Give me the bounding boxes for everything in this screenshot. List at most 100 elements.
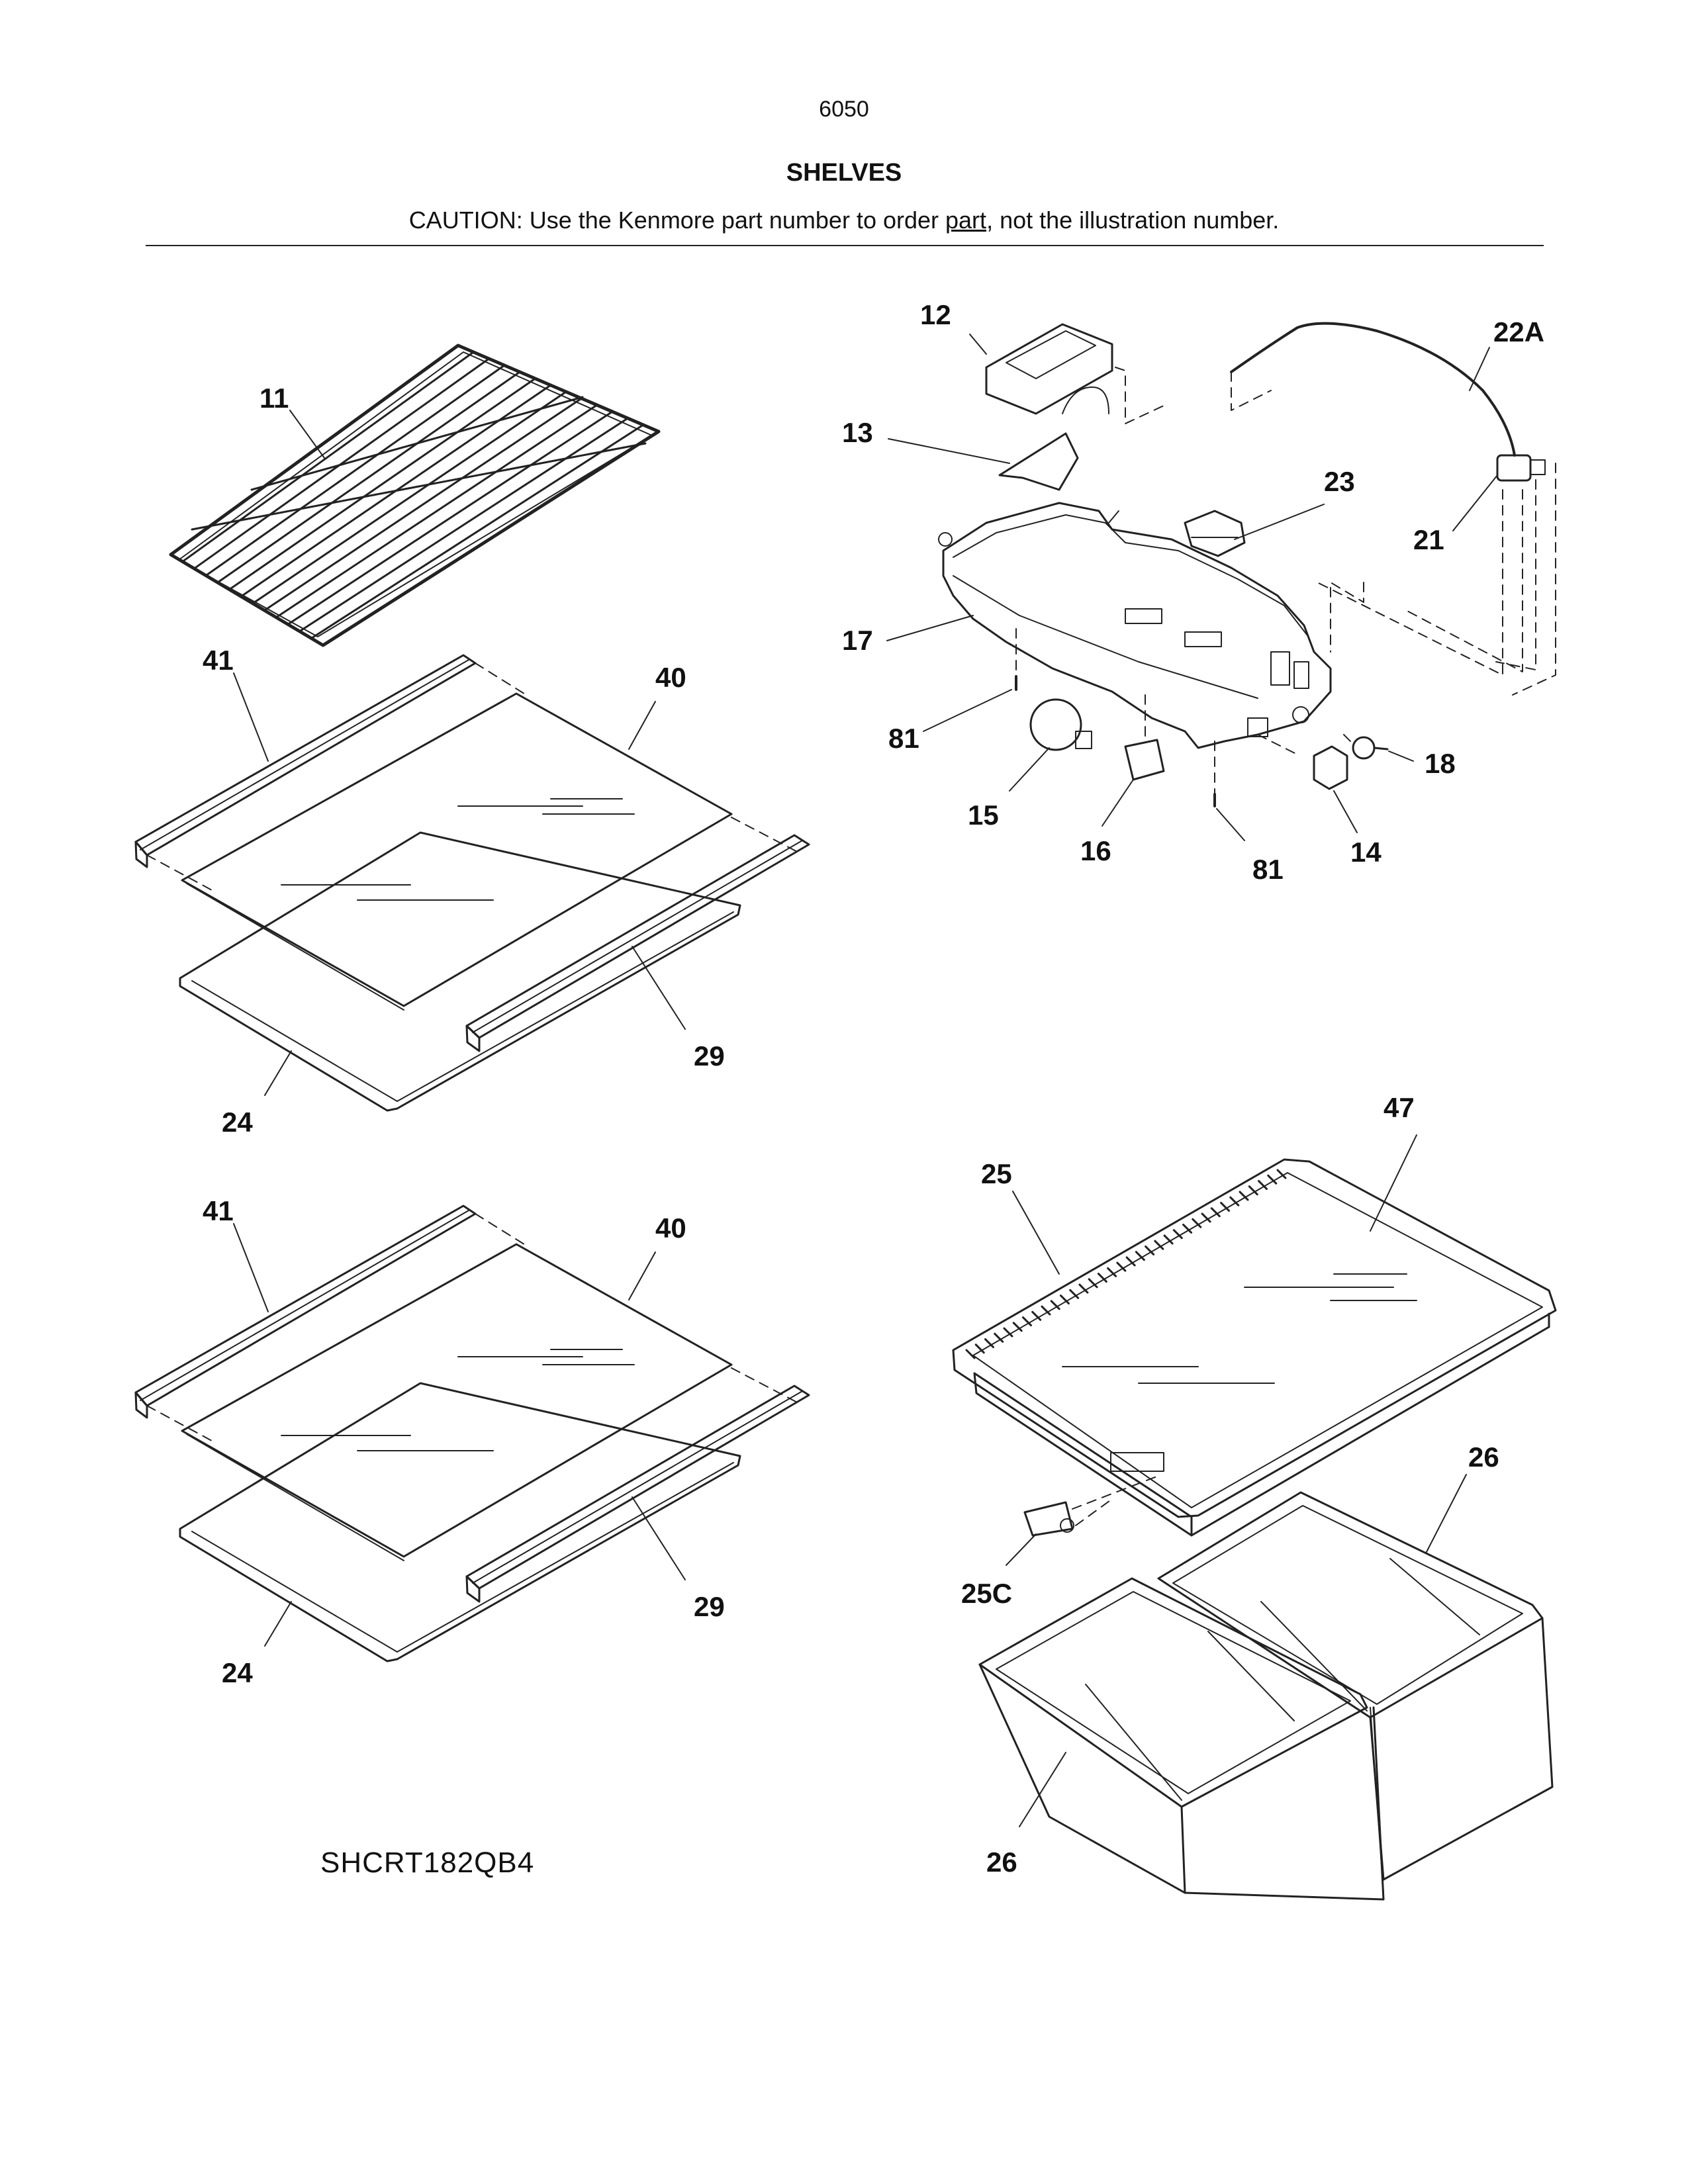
- leader-12: [969, 334, 987, 355]
- leader-26-rear: [1426, 1474, 1467, 1553]
- leader-22a: [1469, 347, 1490, 391]
- vent-slot: [965, 1349, 976, 1359]
- leader-17: [886, 615, 974, 641]
- callout-17: 17: [842, 625, 873, 656]
- vent-slot: [974, 1343, 985, 1354]
- model-number: SHCRT182QB4: [320, 1846, 535, 1879]
- leader-29-bottom: [632, 1496, 686, 1580]
- leader-24-top: [264, 1050, 292, 1096]
- wire-bar: [310, 424, 645, 639]
- wire-bar: [252, 390, 567, 605]
- vent-slot: [994, 1332, 1004, 1343]
- wire-bar: [299, 417, 629, 633]
- leader-81-right: [1216, 808, 1245, 841]
- callout-81-right: 81: [1252, 854, 1284, 885]
- caution-underlined-word: part: [945, 206, 987, 234]
- vent-slot: [1031, 1310, 1042, 1321]
- crisper-cover-assembly: [952, 1158, 1557, 1537]
- leader-40-bottom: [628, 1251, 656, 1300]
- vent-slot: [1135, 1251, 1145, 1261]
- vent-slot: [1172, 1229, 1183, 1240]
- leader-41-top: [233, 672, 269, 762]
- wire-bar: [216, 371, 521, 584]
- callout-25c: 25C: [961, 1578, 1013, 1609]
- callout-29-top: 29: [694, 1040, 725, 1071]
- vent-slot: [1239, 1191, 1249, 1201]
- callout-24-bottom: 24: [222, 1657, 253, 1688]
- vent-slot: [1088, 1278, 1098, 1289]
- vent-slot: [1078, 1283, 1089, 1294]
- leader-15: [1009, 747, 1050, 792]
- leader-21: [1452, 475, 1498, 531]
- vent-slot: [1192, 1218, 1202, 1228]
- leader-24-bottom: [264, 1601, 292, 1647]
- callout-24-top: 24: [222, 1107, 253, 1138]
- leader-23: [1234, 504, 1325, 540]
- vent-slot: [984, 1338, 994, 1349]
- crisper-drawers: [978, 1491, 1554, 1901]
- callout-16: 16: [1080, 835, 1111, 866]
- vent-slot: [1012, 1322, 1023, 1332]
- callout-26-rear: 26: [1468, 1441, 1499, 1473]
- leader-14: [1333, 790, 1358, 833]
- caution-text-end: , not the illustration number.: [986, 206, 1280, 234]
- vent-slot: [1182, 1223, 1193, 1234]
- vent-slot: [1276, 1169, 1287, 1179]
- vent-slot: [1050, 1300, 1060, 1310]
- leader-25: [1012, 1191, 1060, 1275]
- wire-bar: [287, 410, 614, 625]
- vent-slot: [1258, 1179, 1268, 1190]
- vent-slot: [1201, 1212, 1211, 1223]
- page-title: SHELVES: [786, 159, 902, 187]
- vent-slot: [1116, 1261, 1127, 1272]
- callout-25: 25: [981, 1158, 1012, 1189]
- callout-14: 14: [1350, 837, 1382, 868]
- leader-18: [1388, 751, 1414, 762]
- page-number: 6050: [819, 97, 869, 122]
- callout-47: 47: [1383, 1092, 1415, 1123]
- leader-25c: [1006, 1533, 1037, 1566]
- leader-47: [1370, 1134, 1417, 1232]
- callout-40-top: 40: [655, 662, 686, 693]
- wire-bar: [181, 351, 475, 563]
- callout-22a: 22A: [1493, 316, 1545, 347]
- callout-40-bottom: 40: [655, 1212, 686, 1244]
- vent-slot: [1220, 1201, 1231, 1212]
- leader-11: [289, 410, 325, 459]
- callout-11: 11: [259, 383, 289, 414]
- vent-slot: [1041, 1305, 1051, 1316]
- callout-29-bottom: 29: [694, 1591, 725, 1622]
- vent-slot: [1097, 1273, 1107, 1283]
- header-divider: [146, 245, 1544, 246]
- callout-26-front: 26: [986, 1846, 1017, 1878]
- callout-23: 23: [1324, 466, 1355, 497]
- vent-slot: [1163, 1234, 1174, 1245]
- callout-18: 18: [1425, 748, 1456, 779]
- vent-slot: [1145, 1245, 1155, 1255]
- leader-29-top: [632, 946, 686, 1030]
- wire-shelf: [169, 343, 661, 647]
- wire-bar: [205, 364, 506, 577]
- vent-slot: [1021, 1316, 1032, 1327]
- glass-shelf-assembly-bottom: [134, 1205, 810, 1662]
- glass-shelf-assembly-top: [134, 654, 810, 1112]
- caution-text-start: CAUTION: Use the Kenmore part number to …: [408, 206, 946, 234]
- leader-81-left: [923, 689, 1012, 732]
- callout-81-left: 81: [888, 723, 919, 754]
- wire-bar: [228, 377, 537, 591]
- wire-bar: [275, 404, 598, 619]
- vent-slot: [1229, 1196, 1240, 1206]
- leader-26-front: [1019, 1752, 1066, 1827]
- vent-slot: [1267, 1174, 1278, 1185]
- vent-slot: [1069, 1289, 1080, 1299]
- callout-12: 12: [920, 299, 951, 330]
- callout-15: 15: [968, 799, 999, 831]
- callout-41-top: 41: [203, 645, 234, 676]
- leader-41-bottom: [233, 1223, 269, 1312]
- callout-13: 13: [842, 417, 873, 448]
- vent-slot: [1154, 1240, 1164, 1250]
- light-housing-assembly: [938, 322, 1556, 807]
- callout-21: 21: [1413, 524, 1444, 555]
- callout-41-bottom: 41: [203, 1195, 234, 1226]
